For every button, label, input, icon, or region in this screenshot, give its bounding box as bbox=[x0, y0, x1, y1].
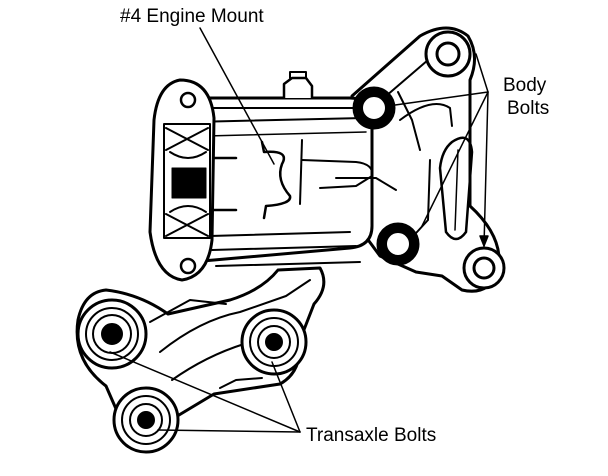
engine-mount-body bbox=[188, 71, 397, 267]
transaxle-bolt-center bbox=[240, 308, 308, 376]
body-bolts-label-line2: Bolts bbox=[507, 98, 550, 119]
leader-body-bolts bbox=[387, 53, 489, 247]
leader-engine-mount bbox=[199, 27, 275, 165]
body-bolt-upper-left bbox=[352, 86, 396, 130]
body-bolt-right bbox=[462, 246, 506, 290]
body-bolt-top bbox=[424, 30, 472, 78]
leader-transaxle-bolts bbox=[109, 351, 301, 433]
body-bolts-label-line1: Body bbox=[503, 75, 547, 96]
transaxle-bolt-left bbox=[76, 298, 148, 370]
transaxle-bolt-bottom bbox=[112, 386, 180, 454]
transaxle-bolts-label: Transaxle Bolts bbox=[306, 425, 437, 446]
mount-end-plate bbox=[148, 78, 238, 282]
engine-mount-label: #4 Engine Mount bbox=[120, 6, 264, 27]
body-bolt-lower-left bbox=[376, 222, 420, 266]
